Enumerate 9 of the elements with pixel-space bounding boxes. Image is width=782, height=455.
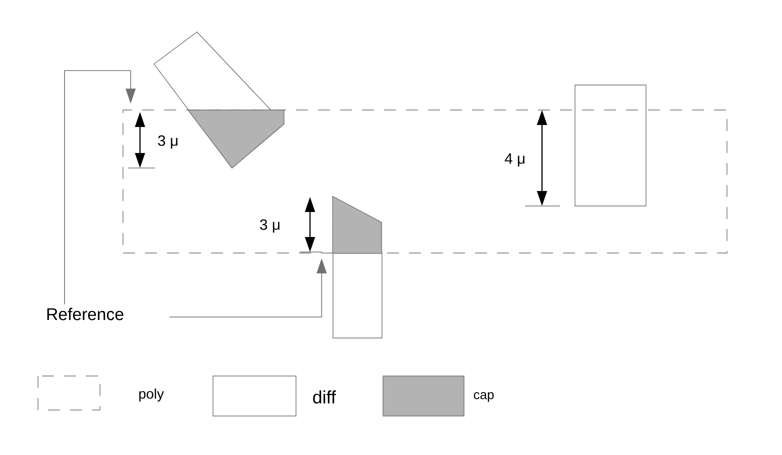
legend-label: poly bbox=[139, 388, 164, 402]
diff-shape bbox=[574, 84, 646, 206]
dimension-label: 3 μ bbox=[260, 219, 280, 233]
legend-label: cap bbox=[474, 392, 494, 402]
dimension-label: 3 μ bbox=[158, 135, 178, 149]
dimension-label: 4 μ bbox=[504, 153, 524, 167]
leader-line bbox=[64, 70, 136, 305]
reference-label: Reference bbox=[47, 308, 124, 320]
legend-label: diff bbox=[313, 390, 336, 404]
